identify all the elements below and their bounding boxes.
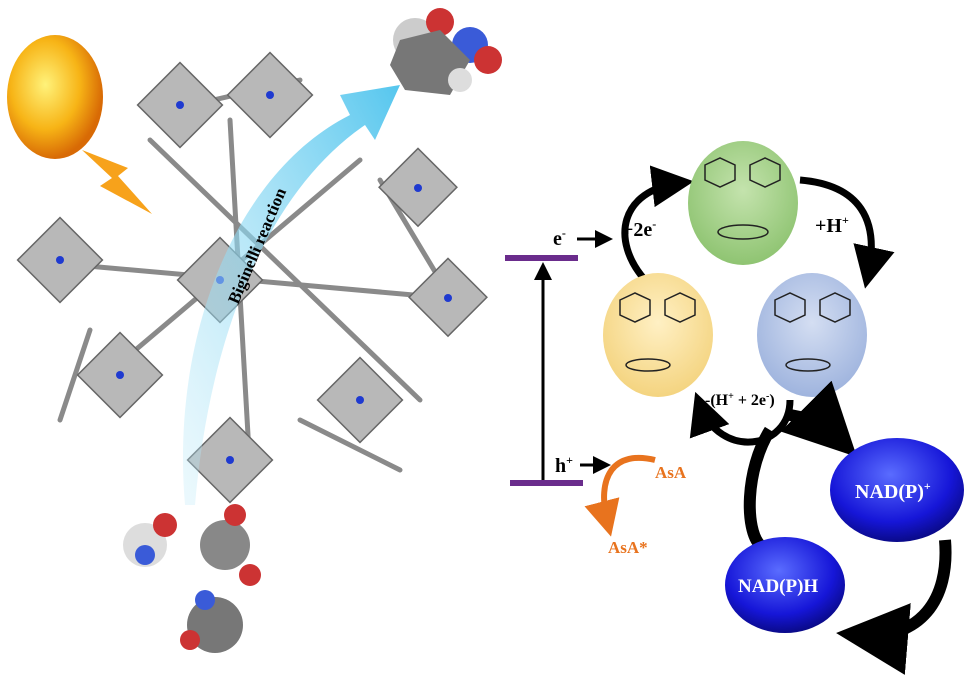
valence-band bbox=[510, 480, 583, 486]
catalyst-state-hydride bbox=[757, 273, 867, 397]
catalyst-state-dication bbox=[603, 273, 713, 397]
hole-label: h+ bbox=[555, 453, 573, 477]
cofactor-cycle-arrows bbox=[743, 380, 952, 675]
product-molecule bbox=[390, 8, 502, 95]
nadp-plus-node bbox=[830, 438, 964, 542]
release-label: -(H+ + 2e-) bbox=[705, 391, 775, 409]
reactant-molecules bbox=[123, 504, 261, 653]
asa-oxidation-arrow bbox=[584, 454, 656, 537]
add-electrons-label: +2e- bbox=[622, 217, 656, 241]
nadp-plus-label: NAD(P)+ bbox=[855, 479, 931, 503]
asa-label: AsA bbox=[655, 463, 687, 482]
electron-label: e- bbox=[553, 226, 566, 250]
nadph-label: NAD(P)H bbox=[738, 576, 818, 597]
rh-complex-structures bbox=[619, 157, 851, 372]
biginelli-arrow bbox=[182, 85, 400, 505]
asa-star-label: AsA* bbox=[608, 538, 648, 557]
sun-icon bbox=[7, 35, 103, 159]
catalyst-state-neutral bbox=[688, 141, 798, 265]
conduction-band bbox=[505, 255, 578, 261]
nadph-node bbox=[725, 537, 845, 633]
add-proton-label: +H+ bbox=[815, 213, 849, 237]
lightning-bolt-icon bbox=[82, 150, 152, 214]
